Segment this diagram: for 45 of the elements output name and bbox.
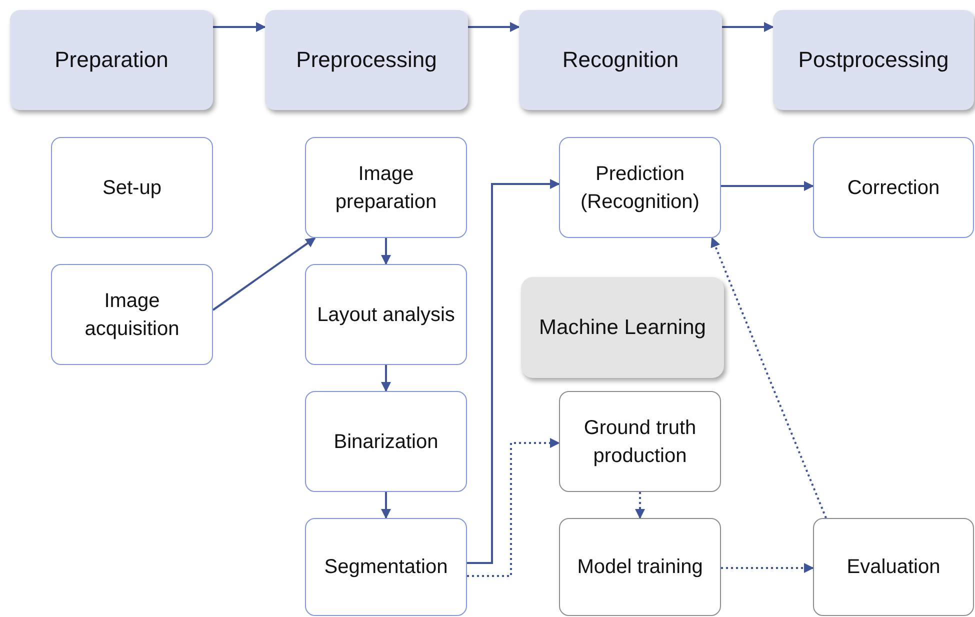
arrow (721, 563, 814, 573)
stage-box (773, 10, 974, 110)
arrow (381, 238, 391, 265)
arrow (721, 181, 814, 191)
node-label: Image acquisition (84, 288, 180, 342)
arrow (468, 22, 520, 32)
process-box (559, 518, 721, 616)
arrow (381, 492, 391, 519)
node-label: Preprocessing (295, 46, 438, 74)
process-box (559, 137, 721, 238)
arrow (635, 492, 645, 519)
node-label: Segmentation (323, 555, 449, 580)
node-label: Preparation (54, 46, 170, 74)
node-label: Recognition (561, 46, 680, 74)
node-label: Image preparation (334, 162, 438, 214)
stage-box (265, 10, 468, 110)
process-box (305, 391, 467, 492)
node-label: Machine Learning (538, 314, 707, 341)
process-box (305, 137, 467, 238)
arrow (213, 22, 266, 32)
node-label: Correction (846, 176, 941, 200)
arrow (722, 22, 774, 32)
node-label: Ground truth production (582, 416, 698, 468)
stage-box (519, 10, 722, 110)
node-label: Set-up (102, 176, 162, 200)
node-label: Binarization (332, 430, 440, 454)
group-heading-box (521, 277, 724, 378)
arrow (381, 365, 391, 392)
process-box (305, 518, 467, 616)
arrow (710, 237, 827, 518)
process-box (813, 137, 974, 238)
process-box (559, 391, 721, 492)
node-label: Prediction (Recognition) (580, 162, 700, 214)
node-label: Postprocessing (797, 46, 950, 74)
arrow (467, 438, 560, 577)
process-box (305, 264, 467, 365)
node-label: Model training (576, 555, 704, 580)
stage-box (10, 10, 213, 110)
node-label: Evaluation (846, 555, 942, 580)
arrow (212, 237, 316, 311)
arrow (467, 179, 560, 564)
process-box (51, 137, 213, 238)
process-box (813, 518, 974, 616)
node-label: Layout analysis (316, 302, 456, 328)
process-box (51, 264, 213, 365)
